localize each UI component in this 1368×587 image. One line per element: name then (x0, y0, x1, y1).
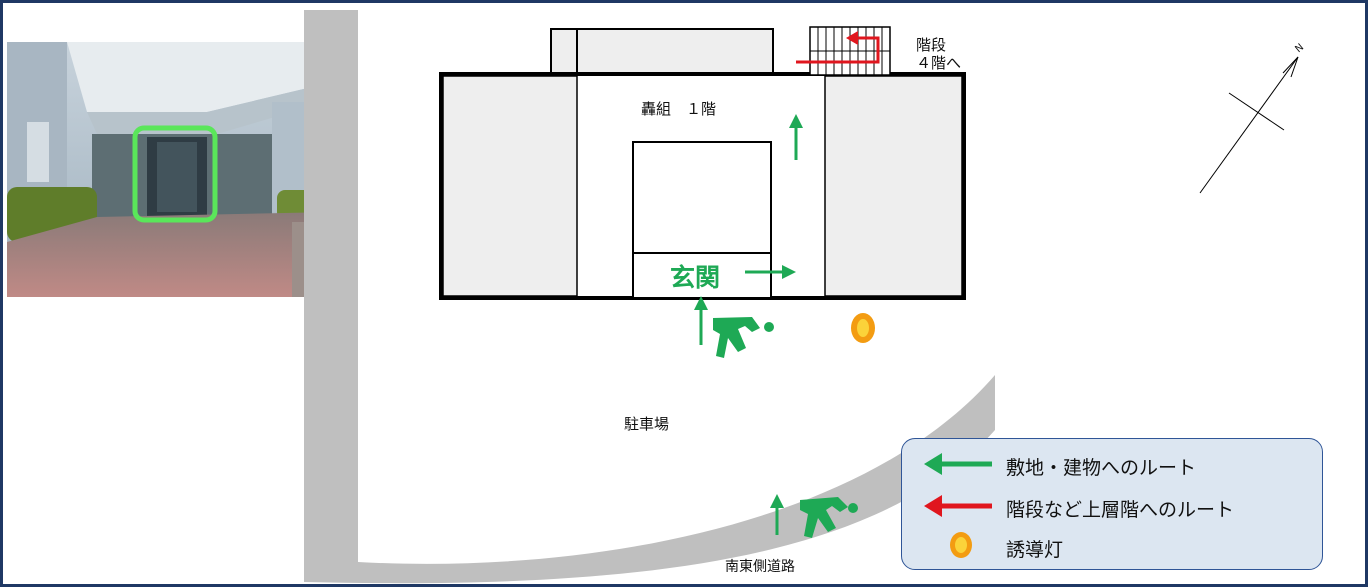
legend-item: 階段など上層階へのルート (902, 487, 1322, 523)
legend-item: 誘導灯 (902, 527, 1322, 563)
red-arrow-icon (920, 491, 1000, 525)
entrance-label: 玄関 (670, 263, 721, 292)
road-label: 南東側道路 (725, 559, 795, 575)
legend-item: 敷地・建物へのルート (902, 445, 1322, 481)
legend-label: 敷地・建物へのルート (1006, 457, 1197, 479)
stairs-destination-label: ４階へ (916, 54, 962, 72)
floor-label: 轟組 １階 (641, 100, 717, 118)
stair-route-arrow (796, 36, 880, 64)
green-arrow-icon (920, 449, 1000, 483)
guide-light-marker (851, 313, 875, 343)
route-arrows (694, 114, 803, 535)
stairs-label: 階段 (916, 36, 947, 54)
building-floorplan (439, 26, 966, 300)
parking-label: 駐車場 (624, 415, 670, 433)
legend-label: 誘導灯 (1006, 539, 1064, 561)
legend: 敷地・建物へのルート 階段など上層階へのルート 誘導灯 (901, 438, 1323, 570)
north-arrow (1199, 56, 1299, 194)
walking-person-icon-2 (800, 497, 858, 538)
guide-light-icon (948, 531, 974, 565)
legend-label: 階段など上層階へのルート (1006, 499, 1235, 521)
walking-person-icon (713, 317, 774, 358)
